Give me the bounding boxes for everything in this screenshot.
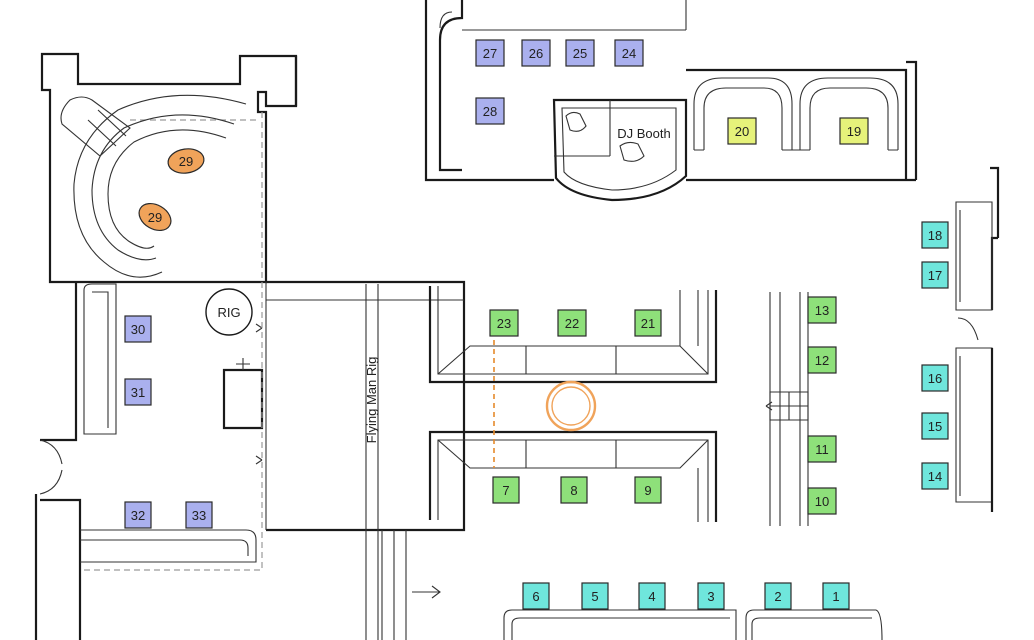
- table-7[interactable]: 7: [492, 476, 520, 504]
- svg-text:31: 31: [131, 385, 145, 400]
- dj-chairs: [565, 111, 645, 162]
- svg-text:22: 22: [565, 316, 579, 331]
- svg-text:21: 21: [641, 316, 655, 331]
- center-ring: [545, 380, 597, 432]
- svg-text:4: 4: [648, 589, 655, 604]
- table-27[interactable]: 27: [475, 39, 505, 67]
- table-17[interactable]: 17: [921, 261, 949, 289]
- svg-text:1: 1: [832, 589, 839, 604]
- table-26[interactable]: 26: [521, 39, 551, 67]
- svg-text:18: 18: [928, 228, 942, 243]
- table-19[interactable]: 19: [839, 117, 869, 145]
- table-5[interactable]: 5: [581, 582, 609, 610]
- svg-text:2: 2: [774, 589, 781, 604]
- rig-label: RIG: [217, 305, 240, 320]
- table-33[interactable]: 33: [185, 501, 213, 529]
- table-18[interactable]: 18: [921, 221, 949, 249]
- flying-man-rig-label: Flying Man Rig: [364, 357, 379, 444]
- table-30[interactable]: 30: [124, 315, 152, 343]
- svg-text:27: 27: [483, 46, 497, 61]
- table-20[interactable]: 20: [727, 117, 757, 145]
- table-2[interactable]: 2: [764, 582, 792, 610]
- svg-text:13: 13: [815, 303, 829, 318]
- table-24[interactable]: 24: [614, 39, 644, 67]
- table-28[interactable]: 28: [475, 97, 505, 125]
- svg-text:8: 8: [570, 483, 577, 498]
- table-12[interactable]: 12: [807, 346, 837, 374]
- tables: 1 2 3 4 5 6 7 8 9 10 11 12 13 14 15 16 1…: [124, 39, 949, 610]
- svg-text:29: 29: [179, 154, 193, 169]
- svg-text:5: 5: [591, 589, 598, 604]
- svg-text:19: 19: [847, 124, 861, 139]
- dj-booth-label: DJ Booth: [617, 126, 670, 141]
- svg-text:29: 29: [148, 210, 162, 225]
- table-1[interactable]: 1: [822, 582, 850, 610]
- svg-text:10: 10: [815, 494, 829, 509]
- rig-circle: [205, 288, 253, 336]
- svg-text:33: 33: [192, 508, 206, 523]
- walls: [34, 0, 1000, 640]
- table-16[interactable]: 16: [921, 364, 949, 392]
- table-25[interactable]: 25: [565, 39, 595, 67]
- svg-text:26: 26: [529, 46, 543, 61]
- svg-text:12: 12: [815, 353, 829, 368]
- table-13[interactable]: 13: [807, 296, 837, 324]
- svg-text:20: 20: [735, 124, 749, 139]
- table-4[interactable]: 4: [638, 582, 666, 610]
- svg-text:16: 16: [928, 371, 942, 386]
- svg-text:11: 11: [815, 442, 829, 457]
- table-15[interactable]: 15: [921, 412, 949, 440]
- svg-text:3: 3: [707, 589, 714, 604]
- table-21[interactable]: 21: [634, 309, 662, 337]
- table-29-upper[interactable]: 29: [167, 147, 206, 176]
- curved-couch: [60, 94, 247, 278]
- svg-text:17: 17: [928, 268, 942, 283]
- svg-text:7: 7: [502, 483, 509, 498]
- table-6[interactable]: 6: [522, 582, 550, 610]
- table-10[interactable]: 10: [807, 487, 837, 515]
- table-31[interactable]: 31: [124, 378, 152, 406]
- table-29-lower[interactable]: 29: [134, 198, 175, 236]
- svg-text:32: 32: [131, 508, 145, 523]
- table-3[interactable]: 3: [697, 582, 725, 610]
- table-32[interactable]: 32: [124, 501, 152, 529]
- table-9[interactable]: 9: [634, 476, 662, 504]
- table-11[interactable]: 11: [807, 435, 837, 463]
- svg-text:23: 23: [497, 316, 511, 331]
- svg-text:24: 24: [622, 46, 636, 61]
- table-8[interactable]: 8: [560, 476, 588, 504]
- svg-text:15: 15: [928, 419, 942, 434]
- svg-text:25: 25: [573, 46, 587, 61]
- svg-text:30: 30: [131, 322, 145, 337]
- table-23[interactable]: 23: [489, 309, 519, 337]
- svg-text:28: 28: [483, 104, 497, 119]
- svg-text:14: 14: [928, 469, 942, 484]
- table-22[interactable]: 22: [557, 309, 587, 337]
- svg-text:6: 6: [532, 589, 539, 604]
- svg-text:9: 9: [644, 483, 651, 498]
- center-ring-inner: [551, 386, 591, 426]
- table-14[interactable]: 14: [921, 462, 949, 490]
